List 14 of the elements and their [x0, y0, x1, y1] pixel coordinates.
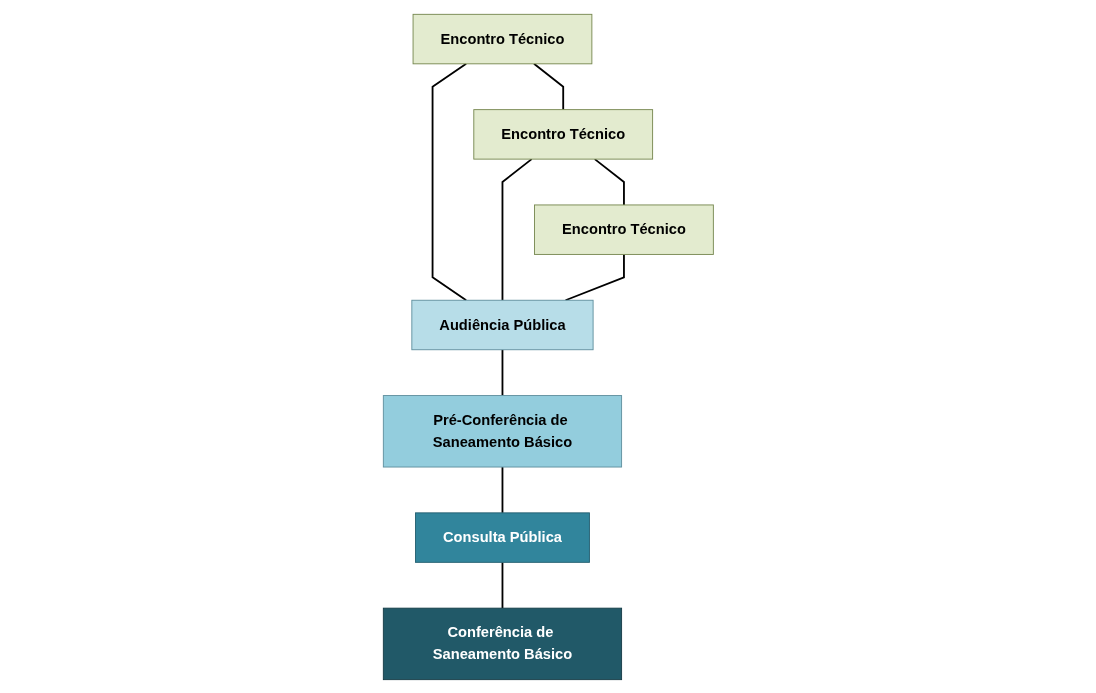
node-box: Encontro Técnico — [412, 13, 592, 64]
connector — [501, 560, 504, 609]
connector — [431, 62, 467, 301]
node-box: Pré-Conferência de Saneamento Básico — [382, 394, 622, 467]
connector — [501, 465, 504, 514]
connector — [501, 348, 504, 396]
node-box: Consulta Pública — [414, 511, 590, 563]
connector — [593, 157, 625, 206]
connector — [532, 62, 564, 111]
node-box: Conferência de Saneamento Básico — [382, 607, 622, 680]
connector — [501, 157, 533, 301]
node-box: Encontro Técnico — [473, 108, 653, 160]
node-box: Audiência Pública — [411, 299, 594, 350]
node-box: Encontro Técnico — [533, 204, 714, 255]
